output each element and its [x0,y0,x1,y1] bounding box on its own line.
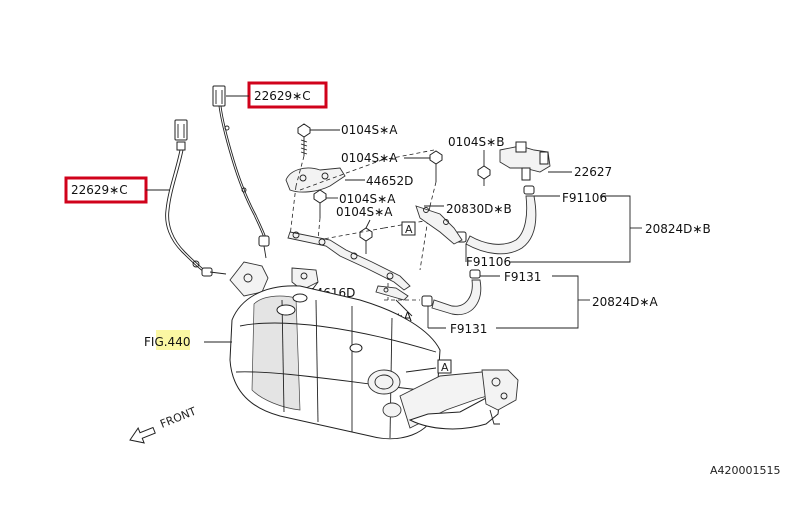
label-f91106-top[interactable]: F91106 [562,191,607,205]
label-20824db[interactable]: 20824D∗B [645,222,711,236]
guide-line [299,149,435,191]
ref-box-a-lower[interactable] [437,359,452,374]
guide-line [317,217,321,241]
label-22629c-upper[interactable]: 22629∗C [254,89,311,103]
bracket-44652d[interactable] [285,167,346,193]
bolt-0104sa-1[interactable] [297,123,311,156]
pipe-bracket[interactable] [287,231,411,291]
pipe-clip-20830da[interactable] [375,285,409,301]
exhaust-filter-assembly[interactable] [229,261,519,440]
label-22629c-left[interactable]: 22629∗C [71,183,128,197]
diagram-id: A420001515 [710,464,781,477]
label-20830db[interactable]: 20830D∗B [446,202,512,216]
oxygen-sensor-upper[interactable] [212,85,270,259]
label-bolt-4[interactable]: 0104S∗A [336,205,393,219]
front-arrow-icon [129,426,156,444]
highlight-fig-440 [156,330,190,350]
bolt-0104sb[interactable] [477,165,491,186]
ref-box-a-upper[interactable] [401,221,416,236]
label-bolt-1[interactable]: 0104S∗A [341,123,398,137]
pressure-sensor-22627[interactable] [499,141,551,181]
hose-20824da[interactable] [421,269,482,316]
label-0104sb[interactable]: 0104S∗B [448,135,504,149]
ref-a-upper: A [405,223,413,236]
oxygen-sensor-left[interactable] [165,119,227,277]
label-44652d[interactable]: 44652D [366,174,413,188]
guide-line [384,276,420,301]
label-bolt-2[interactable]: 0104S∗A [341,151,398,165]
bolt-0104sa-3[interactable] [313,189,327,218]
label-f9131-top[interactable]: F9131 [504,270,541,284]
pipe-clip-20830db[interactable] [415,205,463,245]
ref-a-lower: A [441,361,449,374]
label-bolt-3[interactable]: 0104S∗A [339,192,396,206]
bracket-44616d[interactable] [291,267,319,291]
label-20824da[interactable]: 20824D∗A [592,295,658,309]
guide-line [289,155,305,237]
highlight-box-sensor-upper [247,81,328,109]
label-f9131-bottom[interactable]: F9131 [450,322,487,336]
label-front: FRONT [158,405,198,431]
label-fig-440[interactable]: FIG.440 [144,335,190,349]
label-f91106-bottom[interactable]: F91106 [466,255,511,269]
hose-20824db[interactable] [455,185,537,255]
bolt-0104sa-2[interactable] [429,150,443,182]
label-22627[interactable]: 22627 [574,165,612,179]
